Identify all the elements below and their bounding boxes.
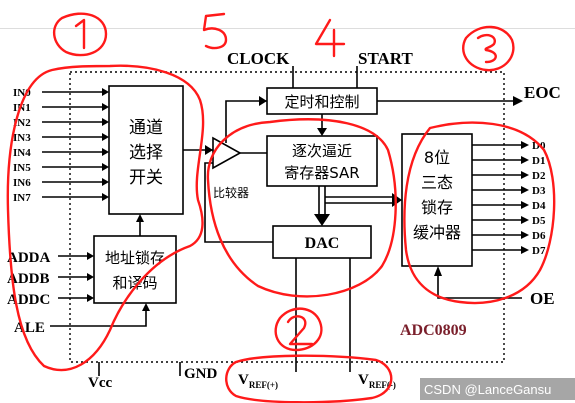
top-rule: [0, 28, 575, 29]
comparator-label: 比较器: [213, 185, 249, 200]
annotation-digit-3: [476, 33, 497, 64]
sar-line2: 寄存器SAR: [284, 164, 359, 182]
address-latch-line1: 地址锁存: [105, 249, 165, 267]
channel-switch-line2: 选择: [129, 143, 163, 163]
annotation-loop-buffer: [403, 121, 556, 305]
address-latch-block: [93, 235, 177, 304]
arrow-icon: [521, 246, 529, 254]
arrow-icon: [102, 103, 109, 111]
addc-label: ADDC: [7, 292, 50, 308]
arrow-icon: [102, 88, 109, 96]
arrow-icon: [102, 178, 109, 186]
analog-inputs: IN0 IN1 IN2 IN3 IN4 IN5 IN6 IN7: [13, 87, 109, 204]
d7-label: D7: [532, 245, 546, 257]
channel-switch-line1: 通道: [129, 118, 163, 138]
in6-label: IN6: [13, 177, 31, 189]
vcc-pin-label: Vcc: [88, 375, 112, 391]
dac-label: DAC: [305, 235, 340, 252]
arrow-icon: [521, 141, 529, 149]
d1-label: D1: [532, 155, 545, 167]
switch-arrow-icon: [205, 145, 213, 155]
arrow-icon: [102, 193, 109, 201]
chip-name-label: ADC0809: [400, 322, 467, 339]
in0-label: IN0: [13, 87, 31, 99]
sar-to-dac-arrow-icon: [314, 214, 330, 226]
dac-block: [272, 225, 372, 259]
buffer-line2: 三态: [421, 173, 453, 192]
annotation-digit-5: [202, 12, 228, 50]
ale-line: [50, 309, 147, 327]
adda-label: ADDA: [7, 250, 50, 266]
annotation-digit-2-circle: [274, 307, 323, 352]
oe-line: [437, 274, 522, 299]
vref-plus-label: VREF(+): [238, 372, 278, 390]
arrow-icon: [102, 133, 109, 141]
in4-label: IN4: [13, 147, 31, 159]
gnd-pin-label: GND: [184, 366, 218, 382]
eoc-pin-label: EOC: [524, 83, 561, 102]
arrow-icon: [521, 156, 529, 164]
arrow-icon: [87, 273, 94, 281]
annotation-digit-1: [74, 18, 86, 50]
arrow-icon: [521, 186, 529, 194]
arrow-icon: [521, 231, 529, 239]
watermark-text: CSDN @LanceGansu: [424, 382, 551, 397]
in5-label: IN5: [13, 162, 31, 174]
d4-label: D4: [532, 200, 546, 212]
arrow-icon: [521, 171, 529, 179]
arrow-icon: [102, 148, 109, 156]
start-pin-label: START: [358, 49, 413, 68]
d2-label: D2: [532, 170, 546, 182]
annotation-loop-inputs: [6, 64, 205, 372]
annotation-loop-core: [206, 118, 397, 298]
ale-arrow-icon: [142, 303, 150, 311]
annotation-digit-3-circle: [462, 25, 515, 72]
watermark-backdrop: [420, 378, 575, 400]
buffer-line3: 锁存: [421, 198, 453, 217]
annotation-digit-4: [314, 18, 346, 58]
eoc-arrow-icon: [513, 96, 523, 106]
channel-switch-line3: 开关: [129, 168, 163, 188]
sar-block: [266, 135, 378, 187]
arrow-icon: [521, 216, 529, 224]
in1-label: IN1: [13, 102, 31, 114]
in3-label: IN3: [13, 132, 31, 144]
buffer-line4: 缓冲器: [413, 223, 461, 242]
oe-pin-label: OE: [530, 289, 555, 308]
buffer-line1: 8位: [424, 148, 450, 167]
comparator-to-control-line: [225, 100, 267, 143]
control-to-sar-arrow-icon: [317, 128, 327, 136]
ale-label: ALE: [14, 320, 45, 336]
addb-label: ADDB: [7, 271, 50, 287]
oe-arrow-icon: [434, 266, 442, 276]
address-latch-line2: 和译码: [112, 274, 157, 292]
d6-label: D6: [532, 230, 546, 242]
arrow-icon: [87, 252, 94, 260]
in7-label: IN7: [13, 192, 31, 204]
d5-label: D5: [532, 215, 546, 227]
annotation-digit-1-circle: [53, 12, 108, 57]
vref-minus-label: VREF(-): [358, 372, 396, 390]
comparator-control-arrow-icon: [259, 96, 267, 106]
chip-outline: [69, 71, 505, 363]
arrow-icon: [521, 201, 529, 209]
annotation-digit-2: [286, 315, 314, 346]
arrow-icon: [102, 118, 109, 126]
d3-label: D3: [532, 185, 546, 197]
arrow-icon: [87, 294, 94, 302]
red-annotations: [6, 12, 556, 403]
timing-control-label: 定时和控制: [284, 93, 359, 111]
annotation-loop-vref: [225, 354, 393, 403]
sar-line1: 逐次逼近: [292, 142, 352, 160]
clock-pin-label: CLOCK: [227, 49, 290, 68]
arrow-icon: [102, 163, 109, 171]
latch-arrow-icon: [136, 214, 144, 222]
